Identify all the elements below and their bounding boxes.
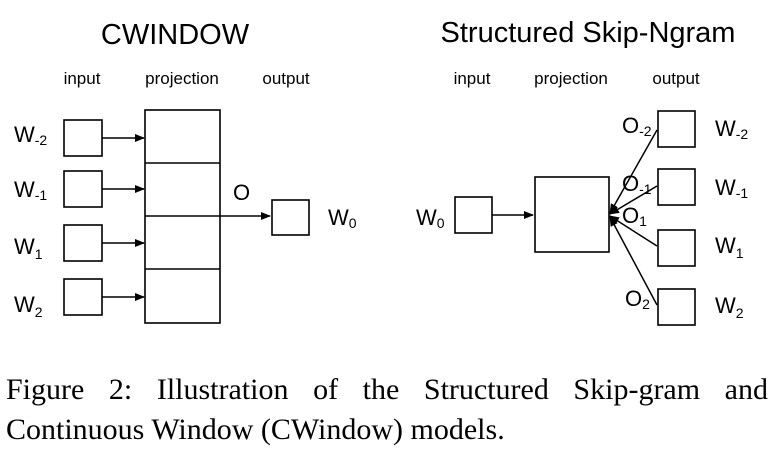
skip-output-heading: output xyxy=(652,69,700,88)
skip-o-label-m2: O-2 xyxy=(622,113,652,139)
skip-ngram-model: Structured Skip-Ngram input projection o… xyxy=(416,17,748,326)
skip-input-word: W0 xyxy=(416,205,445,231)
cwindow-output-word: W0 xyxy=(328,205,357,231)
cwindow-input-box-m2 xyxy=(63,119,103,157)
cwindow-input-box-p2 xyxy=(63,278,103,316)
skip-output-word-m2: W-2 xyxy=(715,116,748,142)
cwindow-output-box xyxy=(271,199,310,236)
skip-output-box-p1 xyxy=(657,229,696,267)
skip-input-heading: input xyxy=(454,69,491,88)
cwindow-projection-heading: projection xyxy=(145,69,219,88)
cwindow-o-label: O xyxy=(233,180,250,205)
skip-arrow-o-p1 xyxy=(609,215,658,247)
skip-output-box-m2 xyxy=(657,110,696,148)
skip-arrow-o-m1 xyxy=(609,185,658,215)
skip-projection-heading: projection xyxy=(534,69,608,88)
skip-o-label-p1: O1 xyxy=(622,203,647,229)
skip-o-label-m1: O-1 xyxy=(622,171,652,197)
skip-output-box-m1 xyxy=(657,168,696,206)
skip-arrow-o-m2 xyxy=(609,129,658,214)
figure-caption: Figure 2: Illustration of the Structured… xyxy=(6,370,768,450)
caption-line-1: Figure 2: Illustration of the Structured… xyxy=(6,373,768,406)
cwindow-output-heading: output xyxy=(262,69,310,88)
cwindow-model: CWINDOW input projection output W-2 W-1 … xyxy=(14,19,357,324)
cwindow-input-word-p1: W1 xyxy=(14,234,43,262)
skip-output-word-p1: W1 xyxy=(715,233,744,261)
skip-ngram-title: Structured Skip-Ngram xyxy=(441,17,736,49)
skip-projection-box xyxy=(534,176,610,253)
cwindow-input-word-m2: W-2 xyxy=(14,122,47,148)
cwindow-title: CWINDOW xyxy=(101,19,250,51)
cwindow-input-word-m1: W-1 xyxy=(14,177,47,203)
skip-output-box-p2 xyxy=(657,288,696,326)
skip-output-word-p2: W2 xyxy=(715,293,744,321)
cwindow-input-box-p1 xyxy=(63,224,103,262)
skip-input-box xyxy=(454,196,493,234)
cwindow-input-box-m1 xyxy=(63,170,103,208)
skip-o-label-p2: O2 xyxy=(625,286,650,312)
caption-line-2: Continuous Window (CWindow) models. xyxy=(6,413,505,446)
cwindow-input-heading: input xyxy=(64,69,101,88)
cwindow-input-word-p2: W2 xyxy=(14,292,43,320)
skip-arrow-o-p2 xyxy=(609,216,658,306)
skip-output-word-m1: W-1 xyxy=(715,175,748,201)
